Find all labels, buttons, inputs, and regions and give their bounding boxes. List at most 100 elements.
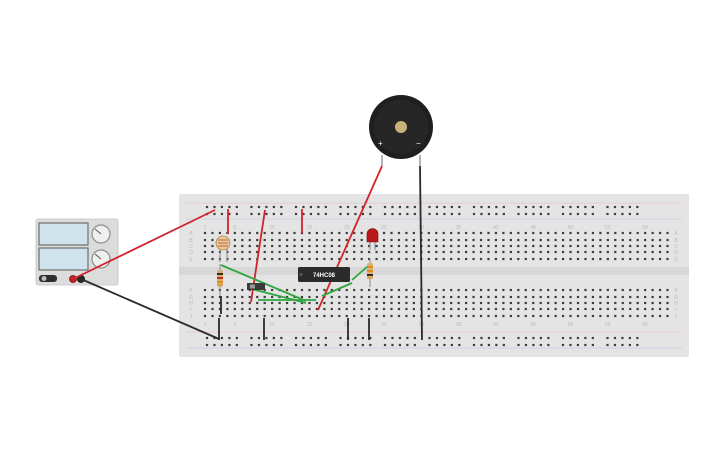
breadboard-hole[interactable] bbox=[479, 301, 483, 305]
breadboard-hole[interactable] bbox=[457, 231, 460, 235]
breadboard-hole[interactable] bbox=[390, 314, 393, 318]
breadboard-hole[interactable] bbox=[442, 250, 445, 254]
breadboard-hole[interactable] bbox=[235, 205, 238, 209]
breadboard-hole[interactable] bbox=[427, 257, 430, 261]
breadboard-hole[interactable] bbox=[361, 336, 364, 340]
breadboard-hole[interactable] bbox=[300, 301, 304, 305]
breadboard-hole[interactable] bbox=[205, 336, 209, 340]
breadboard-hole[interactable] bbox=[383, 336, 387, 340]
breadboard-hole[interactable] bbox=[233, 231, 236, 235]
breadboard-hole[interactable] bbox=[606, 314, 609, 318]
breadboard-hole[interactable] bbox=[509, 257, 512, 261]
breadboard-hole[interactable] bbox=[532, 295, 535, 299]
breadboard-hole[interactable] bbox=[651, 250, 654, 254]
breadboard-hole[interactable] bbox=[487, 212, 491, 216]
resistor-1[interactable] bbox=[217, 264, 223, 296]
breadboard-hole[interactable] bbox=[613, 212, 617, 216]
breadboard-hole[interactable] bbox=[308, 307, 311, 311]
ic-74hc08[interactable]: 74HC08 bbox=[298, 267, 350, 282]
breadboard-hole[interactable] bbox=[339, 205, 342, 209]
breadboard-hole[interactable] bbox=[561, 257, 565, 261]
breadboard-hole[interactable] bbox=[382, 231, 386, 235]
breadboard-hole[interactable] bbox=[480, 343, 483, 347]
breadboard-hole[interactable] bbox=[443, 343, 446, 347]
breadboard-hole[interactable] bbox=[338, 238, 341, 242]
breadboard-hole[interactable] bbox=[614, 301, 617, 305]
breadboard-hole[interactable] bbox=[509, 288, 512, 292]
breadboard-hole[interactable] bbox=[405, 301, 408, 305]
breadboard-hole[interactable] bbox=[584, 288, 587, 292]
breadboard-hole[interactable] bbox=[263, 257, 266, 261]
breadboard-hole[interactable] bbox=[457, 295, 460, 299]
breadboard-hole[interactable] bbox=[412, 231, 415, 235]
breadboard-hole[interactable] bbox=[457, 238, 460, 242]
breadboard-hole[interactable] bbox=[517, 336, 520, 340]
breadboard-hole[interactable] bbox=[375, 244, 378, 248]
breadboard-hole[interactable] bbox=[547, 288, 550, 292]
breadboard-hole[interactable] bbox=[584, 307, 587, 311]
breadboard-hole[interactable] bbox=[382, 238, 386, 242]
breadboard-hole[interactable] bbox=[532, 301, 535, 305]
breadboard-hole[interactable] bbox=[517, 288, 520, 292]
breadboard-hole[interactable] bbox=[360, 295, 363, 299]
breadboard-hole[interactable] bbox=[361, 212, 364, 216]
breadboard-hole[interactable] bbox=[547, 307, 550, 311]
breadboard-hole[interactable] bbox=[450, 301, 453, 305]
breadboard-hole[interactable] bbox=[487, 301, 490, 305]
breadboard-hole[interactable] bbox=[369, 336, 372, 340]
breadboard-hole[interactable] bbox=[226, 314, 229, 318]
breadboard-hole[interactable] bbox=[644, 238, 647, 242]
breadboard-hole[interactable] bbox=[220, 343, 224, 347]
breadboard-hole[interactable] bbox=[487, 250, 490, 254]
breadboard-hole[interactable] bbox=[256, 295, 259, 299]
breadboard-hole[interactable] bbox=[263, 307, 266, 311]
breadboard-hole[interactable] bbox=[427, 250, 430, 254]
breadboard-hole[interactable] bbox=[406, 343, 409, 347]
breadboard-hole[interactable] bbox=[345, 314, 348, 318]
breadboard-hole[interactable] bbox=[345, 295, 348, 299]
breadboard-hole[interactable] bbox=[390, 244, 393, 248]
breadboard-hole[interactable] bbox=[315, 307, 318, 311]
breadboard-hole[interactable] bbox=[584, 314, 587, 318]
breadboard-hole[interactable] bbox=[599, 301, 602, 305]
breadboard-hole[interactable] bbox=[323, 314, 326, 318]
breadboard-hole[interactable] bbox=[644, 257, 647, 261]
breadboard-hole[interactable] bbox=[472, 238, 475, 242]
breadboard-hole[interactable] bbox=[576, 301, 580, 305]
breadboard-hole[interactable] bbox=[382, 295, 386, 299]
breadboard-hole[interactable] bbox=[472, 307, 475, 311]
breadboard-hole[interactable] bbox=[487, 231, 490, 235]
breadboard-hole[interactable] bbox=[248, 238, 251, 242]
breadboard-hole[interactable] bbox=[450, 212, 453, 216]
breadboard-hole[interactable] bbox=[375, 314, 378, 318]
breadboard-hole[interactable] bbox=[278, 307, 281, 311]
breadboard-hole[interactable] bbox=[509, 244, 512, 248]
breadboard-hole[interactable] bbox=[517, 295, 520, 299]
breadboard-hole[interactable] bbox=[302, 212, 305, 216]
breadboard-hole[interactable] bbox=[651, 307, 654, 311]
breadboard-hole[interactable] bbox=[651, 238, 654, 242]
breadboard-hole[interactable] bbox=[412, 288, 415, 292]
breadboard-hole[interactable] bbox=[569, 212, 572, 216]
breadboard-hole[interactable] bbox=[302, 205, 305, 209]
breadboard-hole[interactable] bbox=[636, 250, 639, 254]
breadboard-hole[interactable] bbox=[450, 295, 453, 299]
breadboard-hole[interactable] bbox=[397, 301, 401, 305]
breadboard-hole[interactable] bbox=[368, 257, 371, 261]
breadboard-hole[interactable] bbox=[315, 257, 318, 261]
breadboard-hole[interactable] bbox=[599, 231, 602, 235]
breadboard-hole[interactable] bbox=[576, 343, 580, 347]
breadboard-hole[interactable] bbox=[324, 343, 327, 347]
breadboard-hole[interactable] bbox=[606, 205, 609, 209]
breadboard-hole[interactable] bbox=[413, 343, 416, 347]
breadboard-hole[interactable] bbox=[644, 231, 647, 235]
breadboard-hole[interactable] bbox=[323, 301, 326, 305]
breadboard-hole[interactable] bbox=[517, 205, 520, 209]
breadboard-hole[interactable] bbox=[346, 212, 350, 216]
breadboard-hole[interactable] bbox=[228, 343, 231, 347]
breadboard-hole[interactable] bbox=[517, 257, 520, 261]
breadboard-hole[interactable] bbox=[427, 314, 430, 318]
breadboard-hole[interactable] bbox=[405, 231, 408, 235]
breadboard-hole[interactable] bbox=[599, 288, 602, 292]
breadboard-hole[interactable] bbox=[591, 314, 595, 318]
